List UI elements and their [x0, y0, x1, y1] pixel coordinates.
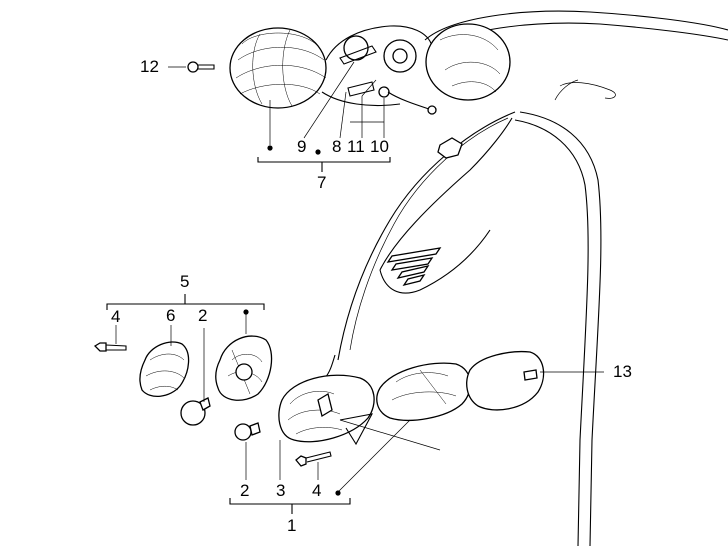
bulb-2b: [234, 423, 252, 441]
callout-13: 13: [613, 362, 632, 381]
callout-6: 6: [166, 306, 176, 325]
lens-right: [376, 362, 471, 421]
callout-8: 8: [332, 137, 342, 156]
callout-1: 1: [287, 516, 297, 535]
left-turn-signal: [93, 294, 273, 426]
callout-3: 3: [276, 481, 286, 500]
callout-2-left: 2: [198, 306, 208, 325]
callout-10: 10: [370, 137, 389, 156]
callout-12: 12: [140, 57, 159, 76]
callout-4-left: 4: [111, 307, 121, 326]
screw-12: [187, 61, 199, 73]
callout-7: 7: [317, 173, 327, 192]
callout-9: 9: [297, 137, 307, 156]
badge-mount: [437, 137, 463, 159]
callout-2-right: 2: [240, 481, 250, 500]
scooter-front-shield: [324, 10, 728, 547]
callout-4-right: 4: [312, 481, 322, 500]
headlamp-assembly: [187, 23, 511, 115]
mount-plate-13: [466, 350, 545, 411]
lens-6: [139, 341, 190, 397]
callout-11: 11: [347, 137, 365, 156]
callout-5: 5: [180, 272, 190, 291]
bulb-2a: [180, 400, 206, 426]
grille-slots: [386, 247, 442, 287]
right-turn-signal: [229, 350, 604, 514]
bracket-7: [168, 61, 391, 172]
